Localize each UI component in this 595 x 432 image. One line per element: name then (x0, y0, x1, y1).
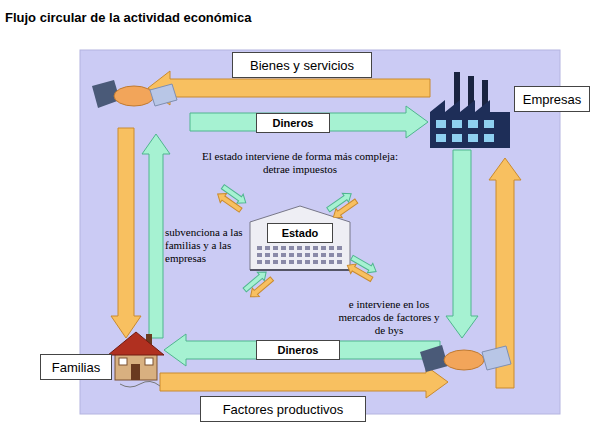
box-text: Empresas (523, 92, 582, 107)
box-text: Dineros (278, 344, 319, 356)
window (468, 134, 478, 142)
window (484, 134, 494, 142)
state-flow-arrows (215, 182, 249, 214)
flow-arrow (190, 106, 428, 138)
box-text: Factores productivos (223, 402, 344, 417)
door (131, 364, 140, 380)
state-flow-arrows (325, 189, 359, 221)
handshake-icon (92, 80, 177, 108)
flow-arrow (164, 334, 440, 366)
box-text: Bienes y servicios (250, 58, 354, 73)
window (468, 120, 478, 128)
handshake-icon (420, 345, 511, 372)
state-flow-arrows (241, 268, 275, 301)
small-arrow (215, 190, 244, 215)
market-note: e interviene en los mercados de factores… (336, 298, 442, 337)
box-text: Familias (52, 360, 100, 375)
flow-arrow (160, 366, 448, 398)
window (452, 134, 462, 142)
flow-label-box: Bienes y servicios (232, 52, 372, 78)
window (436, 134, 446, 142)
factory-body (430, 100, 510, 148)
window (452, 120, 462, 128)
window (145, 358, 153, 365)
building-windows (256, 246, 344, 266)
diagram-title: Flujo circular de la actividad económica (5, 10, 251, 25)
house-icon (108, 332, 164, 387)
flow-label-box: Factores productivos (200, 396, 366, 422)
building-base (250, 269, 350, 271)
money-label-box: Dineros (256, 113, 330, 133)
box-text: Dineros (273, 117, 314, 129)
subsidy-note: subvenciona a las familias y a las empre… (165, 226, 247, 265)
house-roof (108, 332, 164, 355)
flow-arrow (111, 128, 141, 338)
small-arrow (330, 197, 359, 222)
hands (114, 86, 154, 106)
path-line (120, 381, 160, 387)
window (436, 120, 446, 128)
box-text: Estado (282, 227, 319, 239)
sleeve (482, 346, 511, 370)
background-panel (80, 50, 560, 414)
flow-arrows (111, 71, 521, 398)
state-note: El estado interviene de forma más comple… (196, 150, 404, 176)
sleeve (150, 84, 177, 106)
actor-box: Empresas (514, 86, 590, 112)
actor-box: Familias (40, 354, 112, 380)
small-arrow (247, 275, 276, 301)
window (484, 120, 494, 128)
hands (444, 350, 484, 370)
factory-icon (430, 72, 510, 148)
money-label-box: Dineros (256, 340, 340, 360)
small-arrow (345, 261, 375, 285)
window (119, 358, 127, 365)
house-walls (115, 352, 157, 380)
state-flow-arrows (345, 253, 379, 284)
flow-arrow (446, 150, 478, 338)
actor-box: Estado (267, 223, 333, 243)
